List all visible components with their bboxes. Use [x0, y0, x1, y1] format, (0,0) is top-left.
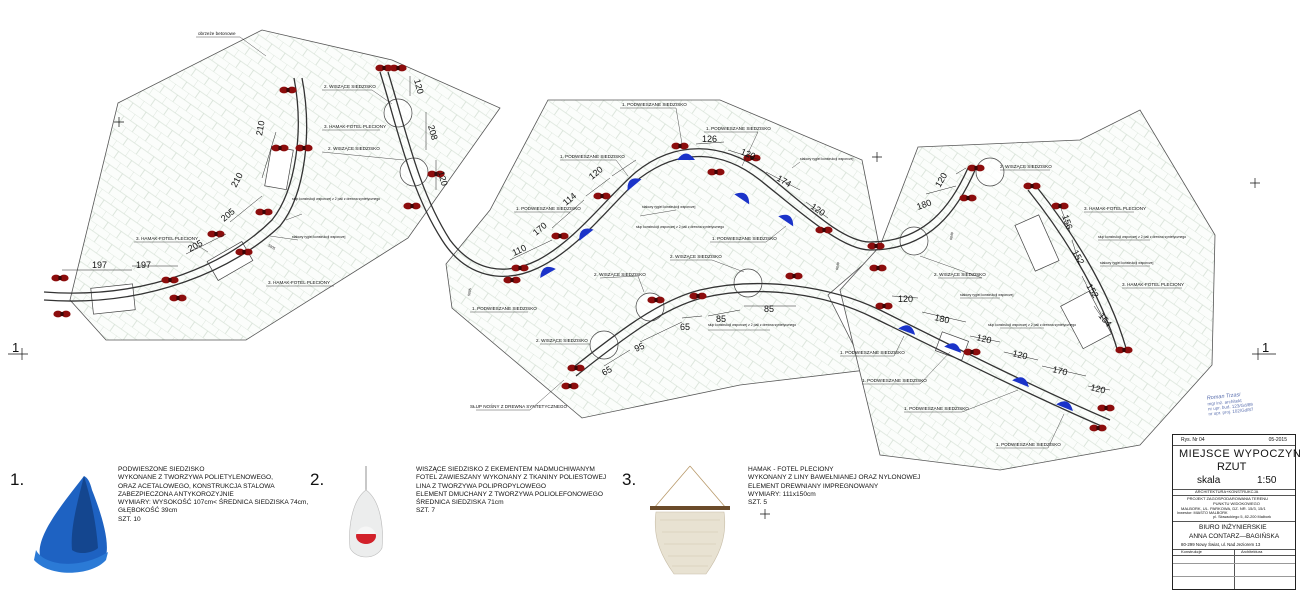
label-hanging-seat-5: 1. PODWIESZANE SIEDZISKO — [706, 126, 771, 131]
item-number-2: 2. — [310, 470, 325, 489]
label-ball-seat-7: 2. WISZĄCE SIEDZISKO — [1000, 164, 1052, 169]
column-architecture: Architektura — [1241, 549, 1263, 554]
label-steel-beam-3: stalowy rygiel konstrukcji wsporczej — [800, 157, 854, 161]
label-hanging-seat-2: 1. PODWIESZANE SIEDZISKO — [516, 206, 581, 211]
dim-210-b: 210 — [254, 120, 266, 137]
project-line-2: PUNKTU WIDOKOWEGO — [1213, 501, 1260, 506]
label-concrete-edge: obrzeże betonowe — [198, 31, 236, 36]
project-line-1: PROJEKT ZAGOSPODAROWANIA TERENU — [1187, 496, 1269, 501]
drawing-date: 05-2015 — [1268, 437, 1287, 443]
label-hammock-3: 3. HAMAK-FOTEL PLECIONY — [268, 280, 330, 285]
label-hanging-seat-8: 1. PODWIESZANE SIEDZISKO — [862, 378, 927, 383]
investor-address: pl. Słowackiego 5, 82-200 Malbork — [1213, 515, 1272, 519]
title-block-line-b — [1173, 576, 1295, 577]
label-ball-seat-5: 2. WISZĄCE SIEDZISKO — [536, 338, 588, 343]
drawing-title-1: MIEJSCE WYPOCZYNKU — [1179, 448, 1300, 460]
dim-120-rl-d: 120 — [1090, 382, 1107, 395]
dim-120-bridge-b: 120 — [436, 170, 450, 187]
code-5005-a: 5005 — [268, 243, 277, 250]
item-description-1: PODWIESZONE SIEDZISKO WYKONANE Z TWORZYW… — [118, 466, 309, 523]
label-hanging-seat-10: 1. PODWIESZANE SIEDZISKO — [996, 442, 1061, 447]
item-number-1: 1. — [10, 470, 25, 489]
title-block-line-a — [1173, 563, 1295, 564]
office-name-2: ANNA CONTARZ—BAGIŃSKA — [1189, 533, 1280, 540]
label-support-post-1: słup konstrukcji wsporczej z 2 pali z dr… — [292, 197, 380, 201]
label-steel-beam-2: stalowy rygiel konstrukcji wsporczej — [642, 205, 696, 209]
label-steel-beam-1: stalowy rygiel konstrukcji wsporczej — [292, 235, 346, 239]
section-marks — [8, 117, 1276, 519]
dim-65-a: 65 — [600, 364, 614, 378]
code-6049-a: 6049 — [835, 262, 840, 270]
label-ball-seat-4: 2. WISZĄCE SIEDZISKO — [670, 254, 722, 259]
office-name-1: BIURO INŻYNIERSKIE — [1199, 524, 1267, 531]
label-support-post-5: słup konstrukcji wsporczej z 2 pali z dr… — [988, 323, 1076, 327]
dim-180-rl: 180 — [934, 312, 951, 325]
dim-95: 95 — [633, 341, 646, 354]
paving-area-middle — [445, 99, 881, 419]
investor: Inwestor: MIASTO MALBORK — [1177, 511, 1228, 515]
label-post-note: SŁUP NOŚNY Z DREWNA SYNTETYCZNEGO — [470, 402, 568, 409]
label-hanging-seat-1: 1. PODWIESZANE SIEDZISKO — [472, 306, 537, 311]
scale-value: 1:50 — [1257, 475, 1277, 486]
item-description-3: HAMAK - FOTEL PLECIONY WYKONANY Z LINY B… — [748, 466, 921, 507]
item-description-2: WISZĄCE SIEDZISKO Z EKEMENTEM NADMUCHIWA… — [416, 466, 607, 515]
label-support-post-2: słup konstrukcji wsporczej z 2 pali z dr… — [636, 225, 724, 229]
discipline: ARCHITEKTURA+KONSTRUKCJA — [1195, 489, 1259, 494]
title-block: Rys. Nr 04 05-2015 MIEJSCE WYPOCZYNKU RZ… — [1172, 434, 1300, 590]
dim-120-rl-c: 120 — [1012, 348, 1029, 361]
label-hanging-seat-7: 1. PODWIESZANE SIEDZISKO — [840, 350, 905, 355]
designer-stamp: Roman Trzasi mgr inż. architekt nr upr. … — [1207, 392, 1258, 425]
hanging-seat-illustration — [34, 476, 108, 573]
label-hammock-2: 3. HAMAK-FOTEL PLECIONY — [136, 236, 198, 241]
dim-156: 156 — [1060, 213, 1075, 231]
paving-area-right — [839, 109, 1216, 471]
drawing-number: Rys. Nr 04 — [1181, 437, 1205, 443]
dim-85-a: 85 — [716, 314, 726, 324]
label-ball-seat-6: 2. WISZĄCE SIEDZISKO — [934, 272, 986, 277]
label-steel-beam-5: stalowy rygiel konstrukcji wsporczej — [960, 293, 1014, 297]
label-ball-seat-2: 2. WISZĄCE SIEDZISKO — [328, 146, 380, 151]
label-support-post-3: słup konstrukcji wsporczej z 2 pali z dr… — [708, 323, 796, 327]
label-hanging-seat-6: 1. PODWIESZANE SIEDZISKO — [712, 236, 777, 241]
dim-85-b: 85 — [764, 304, 774, 314]
dim-170-rl: 170 — [1052, 364, 1069, 377]
dimension-lines — [62, 76, 1111, 391]
label-steel-beam-4: stalowy rygiel konstrukcji wsporczej — [1100, 261, 1154, 265]
hammock-illustration — [650, 465, 730, 575]
label-ball-seat-1: 2. WISZĄCE SIEDZISKO — [324, 84, 376, 89]
label-support-post-4: słup konstrukcji wsporczej z 2 pali z dr… — [1098, 235, 1186, 239]
code-5005-b: 5005 — [467, 288, 472, 296]
ball-seat-illustration — [349, 466, 383, 558]
project-address: MALBORK, UL. PARKOWA, DZ. NR. 15/3, 15/1 — [1181, 506, 1266, 511]
label-hanging-seat-3: 1. PODWIESZANE SIEDZISKO — [560, 154, 625, 159]
label-hammock-1: 3. HAMAK-FOTEL PLECIONY — [324, 124, 386, 129]
section-mark-left: 1 — [12, 340, 19, 355]
label-hammock-5: 3. HAMAK-FOTEL PLECIONY — [1122, 282, 1184, 287]
title-block-divider — [1234, 549, 1235, 589]
label-ball-seat-3: 2. WISZĄCE SIEDZISKO — [594, 272, 646, 277]
office-address: 80-299 Nowy Świat, ul. Nad Jeziorem 13 — [1181, 542, 1261, 547]
dim-208-bridge: 208 — [426, 124, 440, 141]
label-hanging-seat-4: 1. PODWIESZANE SIEDZISKO — [622, 102, 687, 107]
item-number-3: 3. — [622, 470, 637, 489]
scale-label: skala — [1197, 475, 1221, 486]
code-6049-b: 6049 — [949, 232, 954, 240]
drawing-title-2: RZUT — [1217, 461, 1247, 473]
section-mark-right: 1 — [1262, 340, 1269, 355]
label-hanging-seat-9: 1. PODWIESZANE SIEDZISKO — [904, 406, 969, 411]
dim-197-a: 197 — [92, 260, 107, 270]
dim-126: 126 — [702, 134, 717, 144]
dim-197-b: 197 — [136, 260, 151, 270]
column-structures: Konstrukcje — [1181, 549, 1202, 554]
dim-120-rl-b: 120 — [976, 332, 993, 345]
dim-120-bridge-a: 120 — [412, 78, 426, 95]
dim-180-ru: 180 — [915, 197, 933, 212]
label-hammock-4: 3. HAMAK-FOTEL PLECIONY — [1084, 206, 1146, 211]
dim-65-b: 65 — [680, 322, 690, 332]
dim-120-rl-a: 120 — [898, 294, 913, 304]
